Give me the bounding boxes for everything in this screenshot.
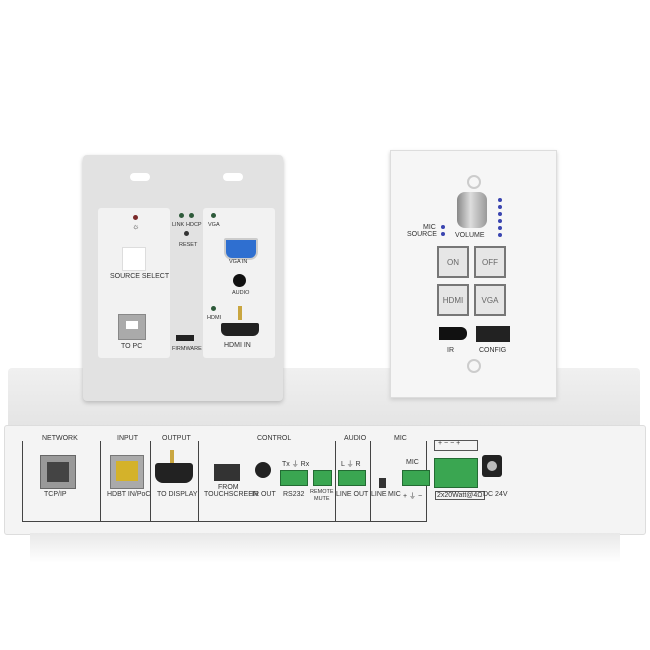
section-audio — [335, 441, 371, 522]
input-title: INPUT — [115, 435, 140, 442]
mute-label: MUTE — [314, 496, 330, 502]
receiver-shadow — [30, 533, 620, 563]
hdbt-label: HDBT IN/PoC — [107, 491, 151, 498]
volume-led — [498, 212, 502, 216]
hdmi-output-port[interactable] — [155, 463, 193, 483]
section-network — [22, 441, 101, 522]
speaker-terminal[interactable] — [434, 458, 478, 488]
speaker-pins-box — [434, 440, 478, 451]
ir-out-label: IR OUT — [252, 491, 276, 498]
rj45-hdbt-port[interactable] — [110, 455, 144, 489]
reset-button[interactable] — [184, 231, 189, 236]
rs232-label: RS232 — [283, 491, 305, 498]
hdmi-button[interactable]: HDMI — [437, 284, 469, 316]
usb-touchscreen-port[interactable] — [214, 464, 240, 481]
mic-pins-label: + ⏚ − — [403, 493, 423, 500]
link-label: LINK — [172, 222, 185, 228]
ir-receiver — [439, 327, 467, 340]
hdcp-label: HDCP — [186, 222, 202, 228]
ir-label: IR — [447, 347, 454, 354]
source-select-button[interactable] — [122, 247, 146, 271]
volume-led — [498, 233, 502, 237]
audio-title: AUDIO — [342, 435, 369, 442]
network-title: NETWORK — [40, 435, 80, 442]
hdmi-in-label: HDMI IN — [224, 342, 251, 349]
lr-pins-label: L ⏚ R — [341, 461, 361, 468]
control-title: CONTROL — [255, 435, 294, 442]
rs232-pins-label: Tx ⏚ Rx — [282, 461, 310, 468]
audio-label: AUDIO — [232, 290, 250, 296]
section-output — [150, 441, 199, 522]
tcp-ip-label: TCP/IP — [44, 491, 67, 498]
section-control — [198, 441, 336, 522]
vga-label: VGA — [208, 222, 220, 228]
vga-button[interactable]: VGA — [474, 284, 506, 316]
hdmi-antenna-icon — [170, 450, 174, 464]
off-button[interactable]: OFF — [474, 246, 506, 278]
source-indicator-label: SOURCE — [407, 231, 437, 238]
vga-in-label: VGA IN — [229, 259, 248, 265]
usb-config-port[interactable] — [476, 326, 510, 342]
output-title: OUTPUT — [160, 435, 193, 442]
line-mic-switch[interactable] — [379, 478, 386, 488]
to-display-label: TO DISPLAY — [157, 491, 198, 498]
volume-label: VOLUME — [455, 232, 485, 239]
speaker-rating-label: 2x20Watt@4Ω — [435, 491, 485, 500]
control-wallplate — [390, 150, 557, 398]
dc-jack[interactable] — [482, 455, 502, 477]
vga-led — [211, 213, 216, 218]
hdmi-in-port[interactable] — [221, 323, 259, 336]
to-pc-label: TO PC — [121, 343, 143, 350]
line-label: LINE — [371, 491, 387, 498]
mic-indicator-label: MIC — [423, 224, 436, 231]
mic-led — [441, 225, 445, 229]
volume-led — [498, 205, 502, 209]
rs232-terminal[interactable] — [280, 470, 308, 486]
hdmi-led — [211, 306, 216, 311]
line-out-terminal[interactable] — [338, 470, 366, 486]
source-select-label: SOURCE SELECT — [110, 273, 170, 280]
mic-terminal[interactable] — [402, 470, 430, 486]
remote-label: REMOTE — [310, 489, 334, 495]
usb-b-port[interactable] — [118, 314, 146, 340]
mic-switch-label: MIC — [388, 491, 401, 498]
volume-led — [498, 198, 502, 202]
volume-knob[interactable] — [457, 192, 487, 228]
hdcp-led — [189, 213, 194, 218]
section-input — [100, 441, 151, 522]
mic-label: MIC — [406, 459, 419, 466]
volume-led — [498, 219, 502, 223]
dc-label: DC 24V — [483, 491, 508, 498]
line-out-label: LINE OUT — [336, 491, 369, 498]
volume-led — [498, 226, 502, 230]
speaker-pins-label: + − − + — [438, 440, 461, 447]
touchscreen-label: TOUCHSCREEN — [204, 491, 258, 498]
config-label: CONFIG — [479, 347, 507, 354]
vga-in-port[interactable] — [224, 238, 258, 260]
hdmi-label: HDMI — [207, 315, 222, 321]
reset-label: RESET — [179, 242, 198, 248]
mic-title: MIC — [392, 435, 409, 442]
audio-jack[interactable] — [233, 274, 246, 287]
remote-mute-terminal[interactable] — [313, 470, 332, 486]
micro-usb-firmware-port[interactable] — [176, 335, 194, 341]
firmware-label: FIRMWARE — [172, 346, 202, 352]
from-label: FROM — [218, 484, 239, 491]
on-button[interactable]: ON — [437, 246, 469, 278]
source-led — [441, 232, 445, 236]
power-led — [133, 215, 138, 220]
brightness-icon: ☼ — [132, 222, 140, 231]
hdmi-antenna-icon — [238, 306, 242, 320]
link-led — [179, 213, 184, 218]
ir-out-jack[interactable] — [255, 462, 271, 478]
rj45-network-port[interactable] — [40, 455, 76, 489]
